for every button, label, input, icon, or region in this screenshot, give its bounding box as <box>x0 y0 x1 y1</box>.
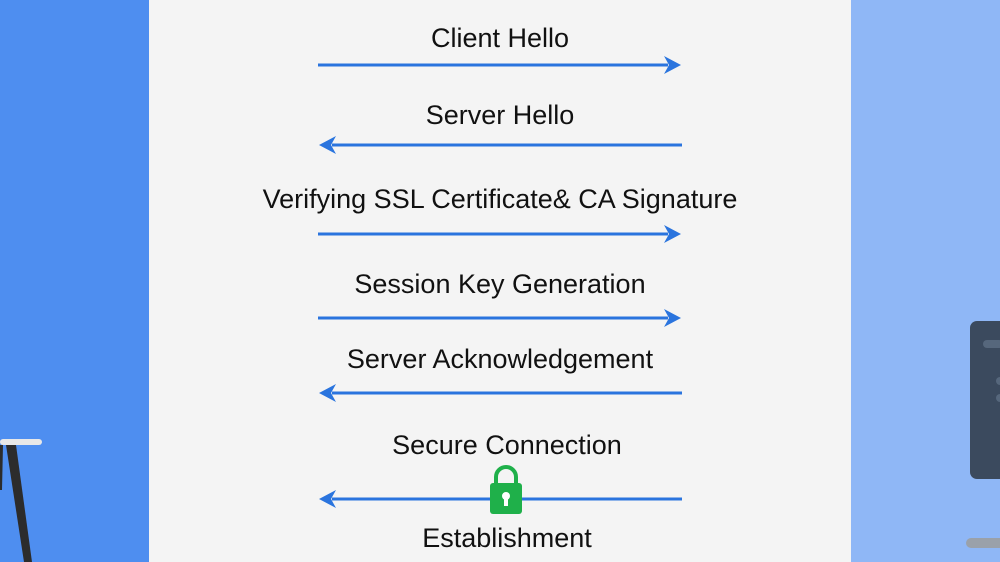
arrow-server-hello <box>319 136 682 154</box>
step-server-hello-label: Server Hello <box>425 100 575 130</box>
step-verify-certificate-label: Verifying SSL Certificate& CA Signature <box>262 184 738 214</box>
lock-icon <box>490 465 522 514</box>
step-server-ack-label: Server Acknowledgement <box>346 344 654 374</box>
arrow-client-hello <box>318 56 681 74</box>
arrow-session-key <box>318 309 681 327</box>
step-session-key-label: Session Key Generation <box>354 269 646 299</box>
arrow-server-ack <box>319 384 682 402</box>
step-secure-connection-label: Secure Connection <box>392 430 622 460</box>
arrow-verify-certificate <box>318 225 681 243</box>
step-establishment-label: Establishment <box>422 523 592 553</box>
step-client-hello-label: Client Hello <box>430 23 570 53</box>
